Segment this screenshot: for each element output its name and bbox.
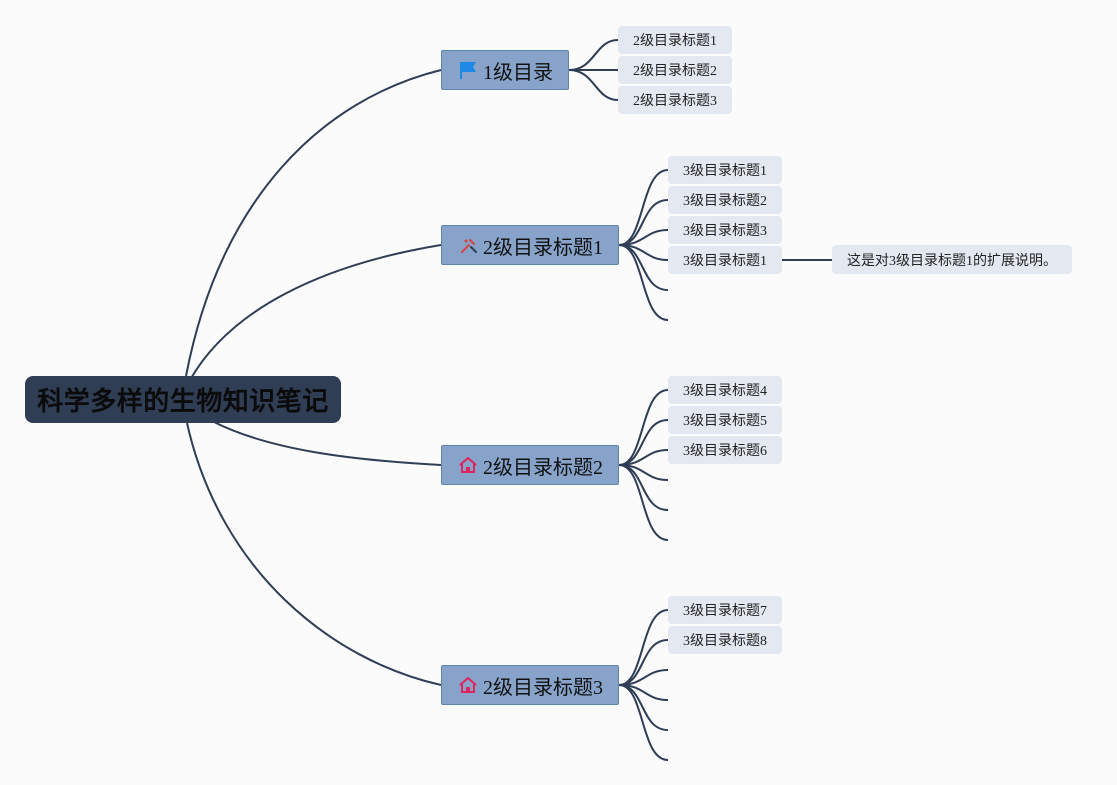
branch-topic-4-label: 2级目录标题3 [483,676,603,699]
tools-icon [461,239,477,253]
connector-b3-c1 [618,389,669,466]
subtopic-3-2[interactable]: 3级目录标题5 [668,406,782,434]
connector-b4-empty-4 [618,684,669,761]
connector-b2-empty-2 [618,244,669,321]
subtopic-3-3-label: 3级目录标题6 [683,444,767,459]
subtopic-2-3-label: 3级目录标题3 [683,224,767,239]
branch-topic-2-label: 2级目录标题1 [483,236,603,259]
branch-topic-1[interactable]: 1级目录 [441,50,569,90]
subtopic-3-1-label: 3级目录标题4 [683,384,767,399]
subtopic-2-3[interactable]: 3级目录标题3 [668,216,782,244]
subtopic-2-4[interactable]: 3级目录标题1 [668,246,782,274]
home-icon [459,677,477,693]
connector-b3-empty-3 [618,464,669,541]
subtopic-3-1[interactable]: 3级目录标题4 [668,376,782,404]
connector-b1-c1 [568,39,619,71]
branch-topic-3-label: 2级目录标题2 [483,456,603,479]
flag-icon [460,62,476,79]
subtopic-1-1[interactable]: 2级目录标题1 [618,26,732,54]
subtopic-3-2-label: 3级目录标题5 [683,414,767,429]
connector-root-branch-3 [213,421,442,466]
connector-b4-c1 [618,609,669,686]
root-topic-label: 科学多样的生物知识笔记 [37,387,329,417]
subtopic-4-2[interactable]: 3级目录标题8 [668,626,782,654]
subtopic-1-3-label: 2级目录标题3 [633,94,717,109]
home-icon [459,457,477,473]
subtopic-2-4-label: 3级目录标题1 [683,254,767,269]
subtopic-2-1-label: 3级目录标题1 [683,164,767,179]
subtopic-4-2-label: 3级目录标题8 [683,634,767,649]
subtopic-2-2[interactable]: 3级目录标题2 [668,186,782,214]
connector-root-branch-1 [185,69,442,377]
connector-b1-c3 [568,69,619,101]
subtopic-1-2-label: 2级目录标题2 [633,64,717,79]
subtopic-4-1[interactable]: 3级目录标题7 [668,596,782,624]
note-callout-text: 这是对3级目录标题1的扩展说明。 [847,253,1057,269]
subtopic-1-3[interactable]: 2级目录标题3 [618,86,732,114]
branch-topic-1-label: 1级目录 [483,61,553,84]
subtopic-1-1-label: 2级目录标题1 [633,34,717,49]
subtopic-3-3[interactable]: 3级目录标题6 [668,436,782,464]
note-callout[interactable]: 这是对3级目录标题1的扩展说明。 [832,245,1072,274]
connector-root-branch-4 [186,422,442,686]
root-topic[interactable]: 科学多样的生物知识笔记 [25,376,341,423]
subtopic-4-1-label: 3级目录标题7 [683,604,767,619]
subtopic-2-1[interactable]: 3级目录标题1 [668,156,782,184]
subtopic-1-2[interactable]: 2级目录标题2 [618,56,732,84]
connector-b2-c1 [618,169,669,246]
subtopic-2-2-label: 3级目录标题2 [683,194,767,209]
branch-topic-3[interactable]: 2级目录标题2 [441,445,619,485]
connector-root-branch-2 [189,244,442,381]
branch-topic-2[interactable]: 2级目录标题1 [441,225,619,265]
branch-topic-4[interactable]: 2级目录标题3 [441,665,619,705]
